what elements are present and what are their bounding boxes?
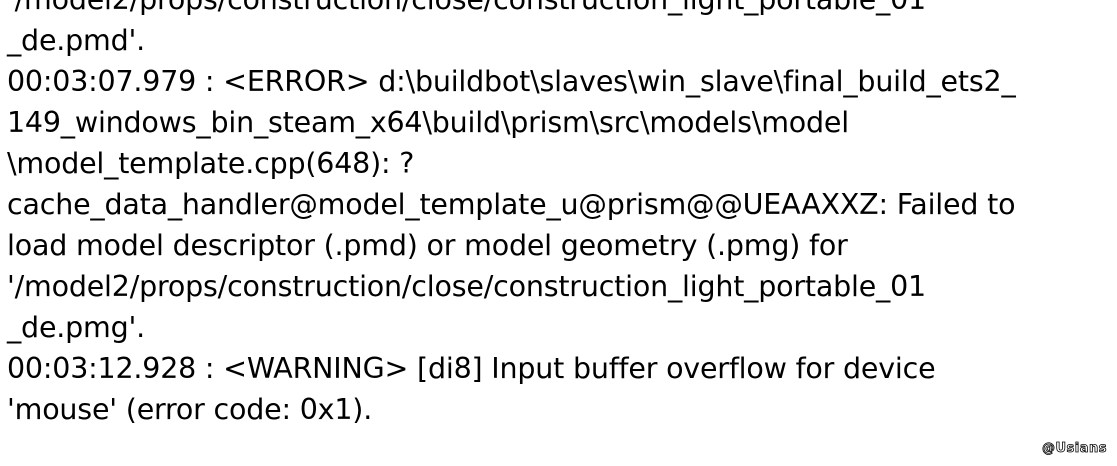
log-line: load model descriptor (.pmd) or model ge… [7, 229, 848, 262]
log-line: 149_windows_bin_steam_x64\build\prism\sr… [7, 106, 849, 139]
log-line: 'mouse' (error code: 0x1). [7, 393, 373, 426]
log-line: _de.pmd'. [7, 24, 145, 57]
watermark: @Usians [1041, 441, 1107, 457]
log-line: 00:03:07.979 : <ERROR> d:\buildbot\slave… [7, 65, 1016, 98]
log-line: '/model2/props/construction/close/constr… [7, 270, 926, 303]
log-line: \model_template.cpp(648): ? [7, 147, 415, 180]
log-line: cache_data_handler@model_template_u@pris… [7, 188, 1016, 221]
log-line: '/model2/props/construction/close/constr… [7, 0, 926, 20]
log-line: 00:03:12.928 : <WARNING> [di8] Input buf… [7, 352, 936, 385]
log-line: _de.pmg'. [7, 311, 145, 344]
